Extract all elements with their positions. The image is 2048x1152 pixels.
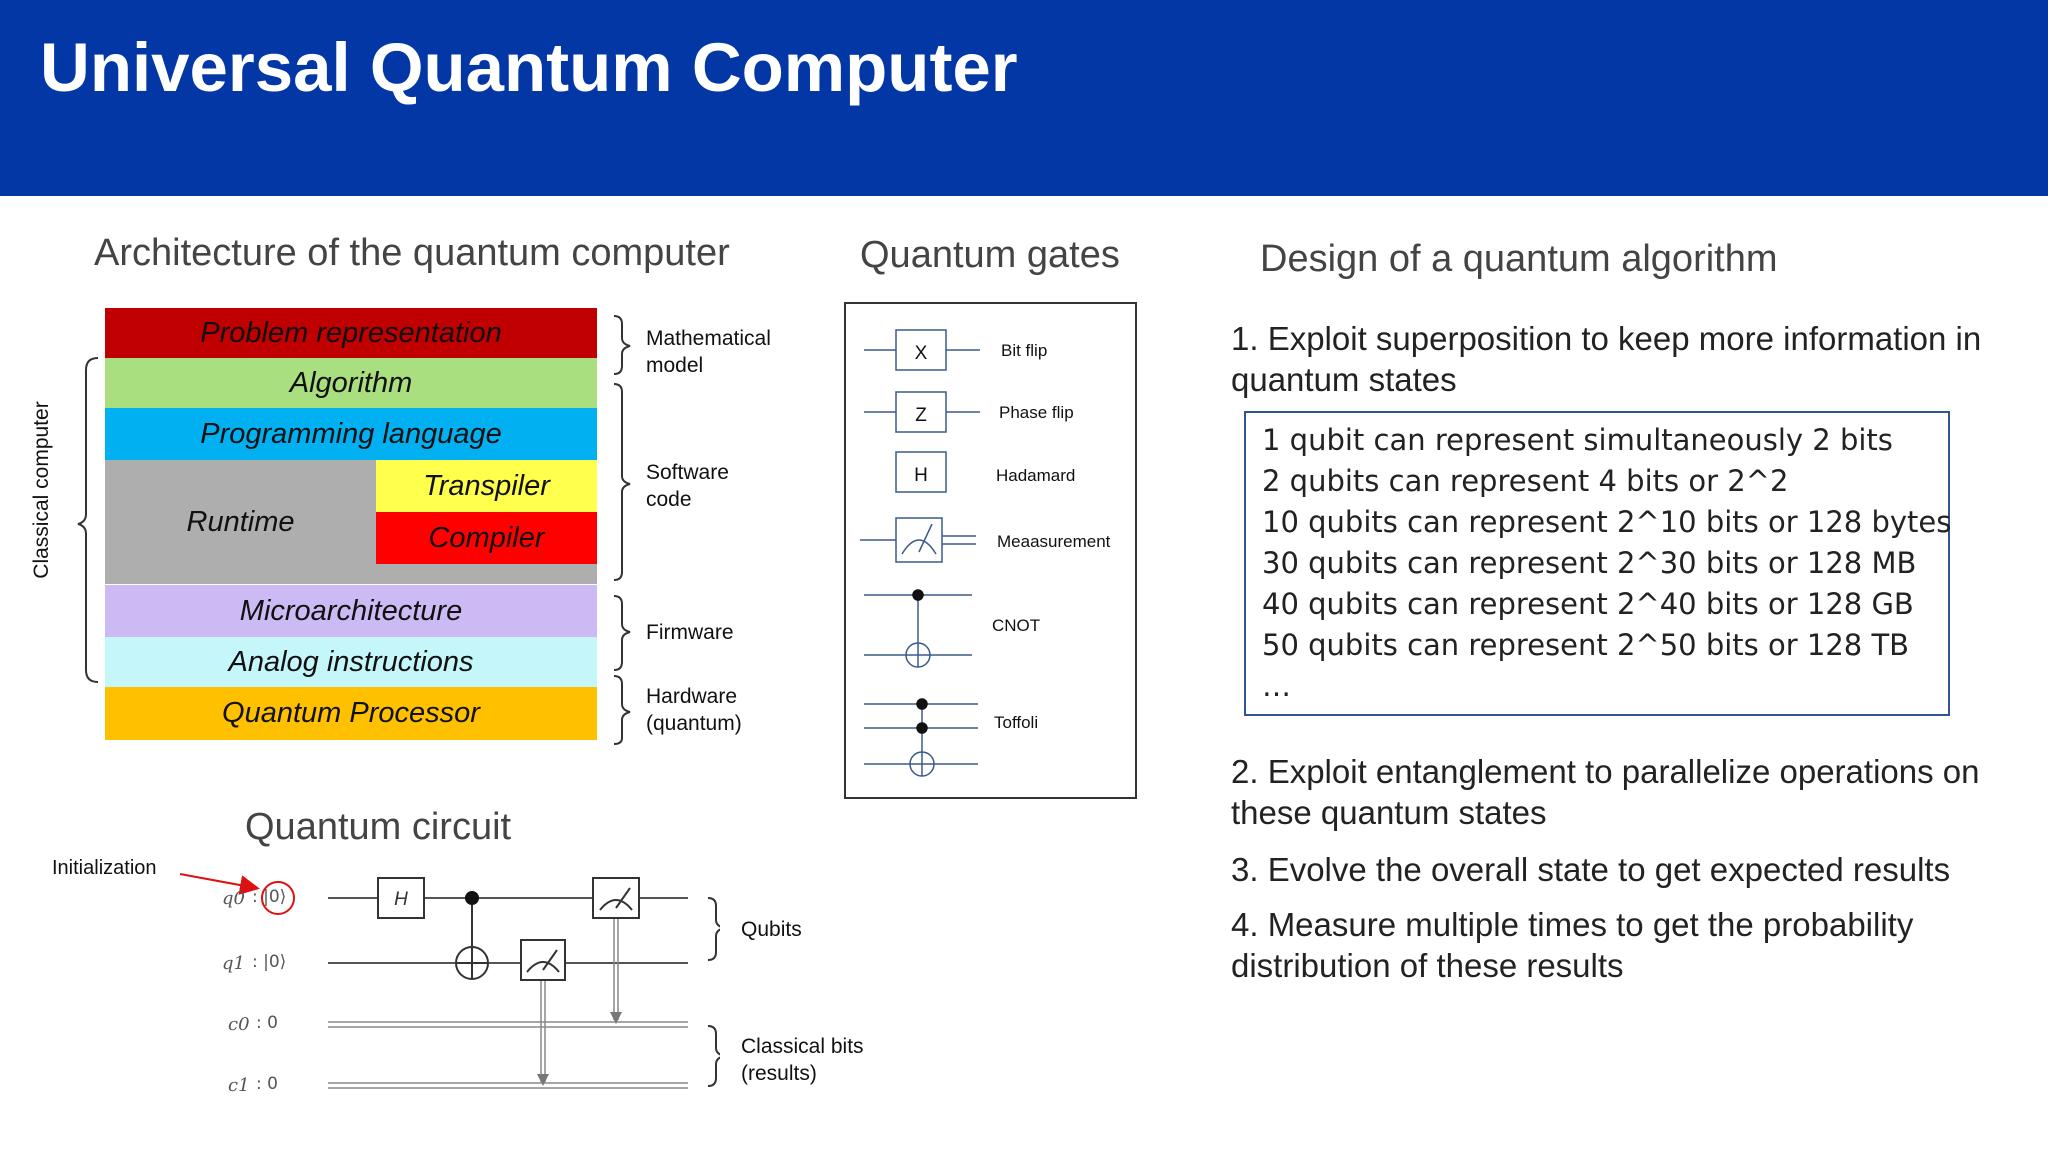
- capacity-line-5: 40 qubits can represent 2^40 bits or 128…: [1262, 587, 1914, 621]
- wire-label-q0: q0: [222, 888, 245, 909]
- layer-algorithm-label: Algorithm: [289, 366, 413, 399]
- wire-state-q0: : |0⟩: [252, 887, 287, 907]
- brace-classical-bits: [707, 1025, 720, 1087]
- layer-problem-label: Problem representation: [200, 316, 502, 349]
- x-gate-icon: [864, 329, 980, 371]
- wire-state-c1: : 0: [256, 1074, 278, 1094]
- layer-analog-instructions: Analog instructions: [105, 637, 597, 687]
- layer-compiler: Compiler: [376, 512, 597, 564]
- layer-processor-label: Quantum Processor: [222, 697, 480, 729]
- toffoli-gate-icon: [864, 698, 978, 777]
- measure-q0-icon: [592, 877, 640, 1024]
- brace-firmware: [613, 595, 631, 671]
- wire-label-c1: c1: [228, 1075, 250, 1096]
- algorithm-step-4: 4. Measure multiple times to get the pro…: [1231, 906, 1914, 984]
- layer-runtime: Runtime: [105, 460, 376, 584]
- z-gate-icon: [864, 391, 980, 433]
- capacity-line-ellipsis: …: [1262, 669, 1291, 703]
- gate-label-cnot: CNOT: [992, 616, 1041, 635]
- measure-q1-icon: [520, 939, 566, 1086]
- measurement-gate-icon: [860, 517, 976, 563]
- algorithm-step-2: 2. Exploit entanglement to parallelize o…: [1231, 753, 1980, 831]
- layer-problem-representation: Problem representation: [105, 308, 597, 358]
- slide-title: Universal Quantum Computer: [40, 29, 1018, 106]
- layer-microarchitecture: Microarchitecture: [105, 585, 597, 637]
- runtime-filler: [376, 564, 597, 584]
- algorithm-design-title: Design of a quantum algorithm: [1260, 238, 1778, 280]
- cnot-control-dot: [465, 891, 479, 905]
- capacity-line-3: 10 qubits can represent 2^10 bits or 128…: [1262, 505, 1952, 539]
- gate-label-phase-flip: Phase flip: [999, 403, 1074, 422]
- wire-c1-name: c1: [228, 1075, 250, 1096]
- cnot-gate-icon: [864, 589, 972, 668]
- h-gate-symbol: H: [914, 465, 928, 486]
- brace-hardware: [613, 675, 631, 745]
- h-gate-icon: [895, 451, 947, 493]
- brace-qubits: [707, 897, 720, 961]
- gate-label-measurement: Meaasurement: [997, 532, 1111, 551]
- architecture-braces: [77, 315, 631, 745]
- layer-analog-label: Analog instructions: [228, 645, 474, 678]
- brace-classical: [77, 357, 99, 683]
- initialization-arrow: [179, 873, 260, 895]
- layer-programming-label: Programming language: [200, 417, 502, 450]
- gates-diagram: X Z H: [860, 329, 980, 777]
- z-gate-symbol: Z: [915, 405, 927, 426]
- gate-label-hadamard: Hadamard: [996, 466, 1076, 485]
- layer-transpiler-label: Transpiler: [423, 469, 550, 502]
- algorithm-step-3: 3. Evolve the overall state to get expec…: [1231, 851, 1951, 888]
- gates-panel: [844, 302, 1137, 799]
- wire-state-c0: : 0: [256, 1013, 278, 1033]
- capacity-line-1: 1 qubit can represent simultaneously 2 b…: [1262, 423, 1893, 457]
- circuit-h-gate: [377, 877, 425, 919]
- classical-computer-label: Classical computer: [30, 401, 53, 579]
- initialization-circle: [261, 881, 295, 915]
- layer-transpiler: Transpiler: [376, 460, 597, 512]
- wire-q0-name: q0: [222, 888, 245, 909]
- layer-compiler-label: Compiler: [428, 521, 545, 554]
- wire-c0-name: c0: [228, 1014, 250, 1035]
- capacity-line-2: 2 qubits can represent 4 bits or 2^2: [1262, 464, 1789, 498]
- qubits-label: Qubits: [741, 918, 802, 941]
- side-label-firmware: Firmware: [646, 621, 734, 644]
- brace-software: [613, 383, 631, 581]
- brace-math-model: [613, 315, 631, 375]
- side-label-software: Software code: [646, 461, 729, 511]
- layer-microarchitecture-label: Microarchitecture: [239, 594, 463, 627]
- wire-label-q1: q1: [222, 953, 245, 974]
- layer-algorithm: Algorithm: [105, 358, 597, 408]
- gate-label-toffoli: Toffoli: [994, 713, 1039, 732]
- circuit-title: Quantum circuit: [245, 806, 512, 848]
- wire-q1-name: q1: [222, 953, 245, 974]
- side-label-hardware: Hardware (quantum): [646, 685, 742, 735]
- capacity-line-4: 30 qubits can represent 2^30 bits or 128…: [1262, 546, 1917, 580]
- classical-bits-label: Classical bits (results): [741, 1035, 864, 1085]
- wire-state-q1: : |0⟩: [252, 952, 287, 972]
- layer-runtime-label: Runtime: [186, 505, 295, 538]
- capacity-line-6: 50 qubits can represent 2^50 bits or 128…: [1262, 628, 1910, 662]
- side-label-math-model: Mathematical model: [646, 327, 771, 377]
- circuit-h-symbol: H: [394, 889, 408, 910]
- initialization-label: Initialization: [52, 857, 157, 879]
- wire-label-c0: c0: [228, 1014, 250, 1035]
- gate-label-bit-flip: Bit flip: [1001, 341, 1048, 360]
- gates-title: Quantum gates: [860, 234, 1120, 276]
- algorithm-step-1: 1. Exploit superposition to keep more in…: [1231, 320, 1982, 398]
- title-banner: [0, 0, 2048, 196]
- qubit-capacity-box: 1 qubit can represent simultaneously 2 b…: [1244, 411, 1952, 716]
- layer-programming-language: Programming language: [105, 408, 597, 460]
- x-gate-symbol: X: [915, 343, 928, 364]
- layer-quantum-processor: Quantum Processor: [105, 687, 597, 740]
- circuit-diagram: H: [179, 873, 720, 1089]
- architecture-title: Architecture of the quantum computer: [94, 232, 730, 274]
